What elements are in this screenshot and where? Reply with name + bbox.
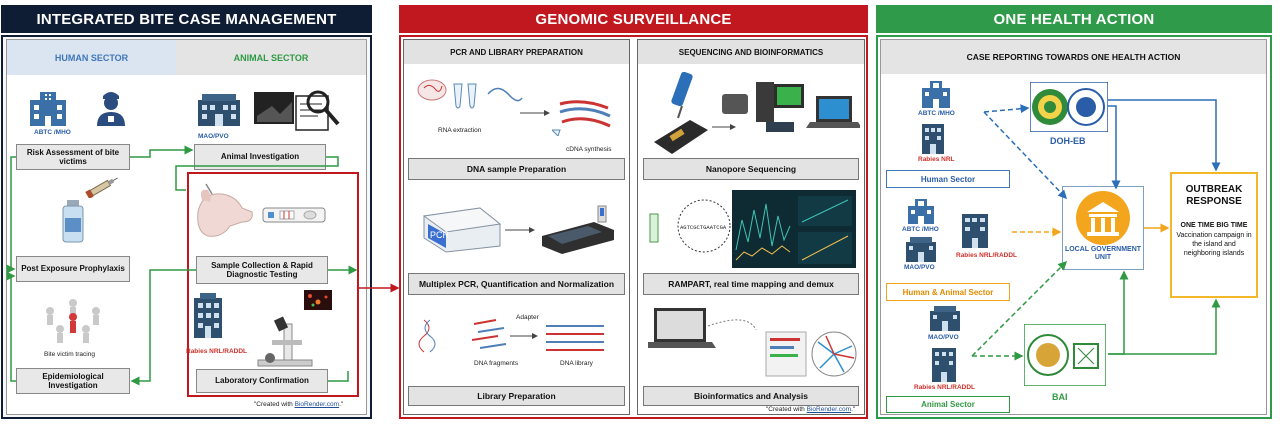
rna-extraction-icon bbox=[417, 79, 523, 109]
sample-collection-box[interactable]: Sample Collection & Rapid Diagnostic Tes… bbox=[196, 256, 328, 284]
bai-label: BAI bbox=[1052, 392, 1068, 402]
mao-pvo-label: MAO/PVO bbox=[904, 264, 935, 271]
sequencer-computer-icon bbox=[722, 82, 860, 132]
hospital-icon-2 bbox=[922, 81, 950, 108]
arrow-small-1 bbox=[520, 110, 550, 116]
onehealth-flow-arrows bbox=[971, 99, 1221, 361]
rabies-nrl-raddl-label-2: Rabies NRL/RADDL bbox=[956, 252, 1018, 259]
pcr-machine-icon: PCR bbox=[422, 207, 502, 253]
cdna-synthesis-icon bbox=[552, 100, 611, 136]
animal-sector-tag: Animal Sector bbox=[886, 396, 1010, 413]
vaccine-vial-icon bbox=[62, 200, 84, 243]
adapter-label: Adapter bbox=[516, 314, 539, 321]
abtc-label-3: ABTC /MHO bbox=[902, 226, 939, 233]
bite-tracing-label: Bite victim tracing bbox=[44, 351, 95, 358]
bite-tracing-icon bbox=[46, 299, 100, 343]
abtc-label: ABTC /MHO bbox=[34, 129, 71, 136]
abtc-label-2: ABTC /MHO bbox=[918, 110, 955, 117]
rna-extraction-label: RNA extraction bbox=[438, 127, 482, 134]
fluorescence-image bbox=[304, 290, 332, 310]
onehealth-title: ONE HEALTH ACTION bbox=[876, 5, 1272, 33]
arrow-small-2 bbox=[505, 227, 535, 233]
rabies-nrl-label: Rabies NRL bbox=[918, 156, 955, 163]
dna-fragments-label: DNA fragments bbox=[474, 360, 519, 367]
genomic-title: GENOMIC SURVEILLANCE bbox=[399, 5, 868, 33]
hospital-icon-3 bbox=[908, 199, 934, 224]
building-icon-2 bbox=[906, 237, 936, 262]
doh-eb-label: DOH-EB bbox=[1050, 136, 1086, 146]
dog-icon bbox=[197, 183, 253, 237]
mao-pvo-label-2: MAO/PVO bbox=[928, 334, 959, 341]
bai-seal-icon bbox=[1024, 324, 1106, 386]
mao-label: MAO/PVO bbox=[198, 133, 229, 140]
human-animal-sector-tag: Human & Animal Sector bbox=[886, 283, 1010, 301]
animal-sector-header: ANIMAL SECTOR bbox=[176, 40, 366, 75]
lab-building-icon-3 bbox=[962, 214, 988, 248]
bioinformatics-box[interactable]: Bioinformatics and Analysis bbox=[643, 386, 859, 406]
outbreak-description: Vaccination campaign in the island and n… bbox=[1176, 232, 1252, 257]
integrated-title: INTEGRATED BITE CASE MANAGEMENT bbox=[1, 5, 372, 33]
lgu-columns-icon bbox=[1076, 191, 1130, 245]
doh-seal-icon bbox=[1030, 82, 1108, 132]
human-sector-header: HUMAN SECTOR bbox=[7, 40, 176, 75]
seq-bioinfo-header: SEQUENCING AND BIOINFORMATICS bbox=[638, 40, 864, 64]
dna-library-label: DNA library bbox=[560, 360, 593, 367]
integrated-flow-arrows bbox=[6, 145, 400, 386]
risk-assessment-box[interactable]: Risk Assessment of bite victims bbox=[16, 144, 130, 170]
syringe-icon bbox=[85, 177, 118, 198]
rapid-test-icon bbox=[262, 207, 326, 223]
lab-building-icon-4 bbox=[932, 348, 956, 382]
integrated-credit: "Created with BioRender.com." bbox=[254, 401, 344, 408]
library-prep-box[interactable]: Library Preparation bbox=[408, 386, 625, 406]
building-icon-3 bbox=[930, 306, 960, 331]
nanopore-sequencing-box[interactable]: Nanopore Sequencing bbox=[643, 158, 859, 180]
hospital-icon bbox=[30, 92, 66, 126]
library-prep-icon bbox=[418, 319, 604, 353]
nurse-icon bbox=[97, 92, 125, 126]
rampart-box[interactable]: RAMPART, real time mapping and demux bbox=[643, 273, 859, 295]
epidemiological-investigation-box[interactable]: Epidemiological Investigation bbox=[16, 368, 130, 394]
magnifier-document-icon bbox=[254, 90, 340, 131]
biorender-link-2[interactable]: BioRender.com bbox=[806, 406, 852, 413]
post-exposure-prophylaxis-box[interactable]: Post Exposure Prophylaxis bbox=[16, 256, 130, 282]
multiplex-pcr-box[interactable]: Multiplex PCR, Quantification and Normal… bbox=[408, 273, 625, 295]
human-sector-tag: Human Sector bbox=[886, 170, 1010, 188]
biorender-link[interactable]: BioRender.com bbox=[294, 401, 340, 408]
genomic-credit: "Created with BioRender.com." bbox=[766, 406, 856, 413]
lgu-label: LOCAL GOVERNMENT UNIT bbox=[1064, 246, 1142, 262]
lab-confirmation-box[interactable]: Laboratory Confirmation bbox=[196, 369, 328, 393]
pipette-flowcell-icon bbox=[654, 72, 708, 154]
lab-building-icon-2 bbox=[922, 124, 944, 154]
case-reporting-header: CASE REPORTING TOWARDS ONE HEALTH ACTION bbox=[881, 40, 1266, 74]
cdna-synthesis-label: cDNA synthesis bbox=[566, 146, 612, 153]
arrow-small-3 bbox=[712, 124, 736, 130]
sequence-snippet: AGTCGCTGAATCGA bbox=[680, 224, 727, 231]
quantifier-icon bbox=[542, 205, 614, 254]
building-icon bbox=[198, 94, 240, 126]
microscope-icon bbox=[257, 316, 313, 367]
rabies-nrl-raddl-label: Rabies NRL/RADDL bbox=[186, 348, 248, 355]
dna-sample-prep-box[interactable]: DNA sample Preparation bbox=[408, 158, 625, 180]
pcr-library-header: PCR AND LIBRARY PREPARATION bbox=[404, 40, 629, 64]
rampart-icon: AGTCGCTGAATCGA bbox=[649, 199, 731, 253]
lab-container bbox=[187, 172, 359, 397]
one-time-big-time: ONE TIME BIG TIME bbox=[1180, 222, 1248, 229]
outbreak-response-box[interactable] bbox=[1170, 172, 1258, 298]
lab-building-icon bbox=[194, 293, 222, 338]
outbreak-title: OUTBREAK RESPONSE bbox=[1185, 184, 1243, 207]
rampart-dashboard-icon bbox=[732, 190, 856, 268]
rabies-nrl-raddl-label-3: Rabies NRL/RADDL bbox=[914, 384, 976, 391]
bioinformatics-icon bbox=[648, 308, 857, 377]
pcr-device-label: PCR bbox=[430, 230, 450, 240]
